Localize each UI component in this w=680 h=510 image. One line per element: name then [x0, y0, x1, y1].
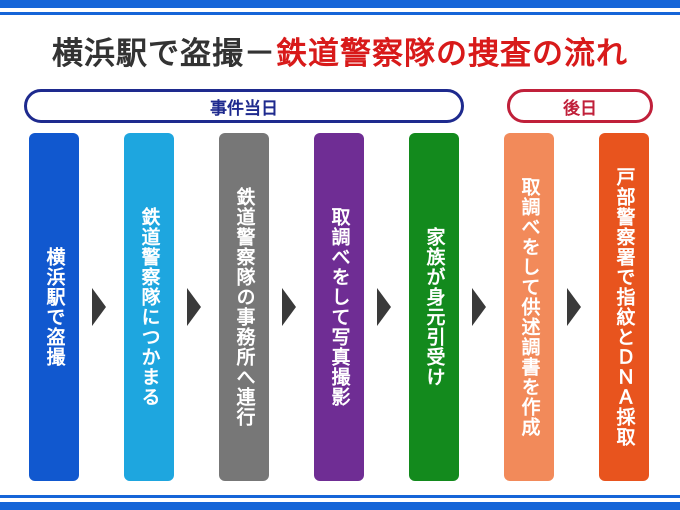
arrow-right-icon: [282, 288, 296, 326]
phase-day-label: 事件当日: [24, 89, 464, 123]
arrow-right-icon: [472, 288, 486, 326]
step-3-text: 鉄道警察隊の事務所へ連行: [233, 187, 256, 427]
arrow-right-icon: [567, 288, 581, 326]
title-part2: 鉄道警察隊の捜査の流れ: [276, 36, 628, 72]
step-4-text: 取調べをして写真撮影: [328, 207, 351, 407]
step-2-box: 鉄道警察隊につかまる: [124, 133, 174, 481]
step-1-box: 横浜駅で盗撮: [29, 133, 79, 481]
step-5-box: 家族が身元引受け: [409, 133, 459, 481]
title-part1: 横浜駅で盗撮－: [52, 36, 276, 72]
arrow-right-icon: [187, 288, 201, 326]
step-3-box: 鉄道警察隊の事務所へ連行: [219, 133, 269, 481]
step-2-text: 鉄道警察隊につかまる: [138, 207, 161, 407]
step-7-box: 戸部警察署で指紋とＤＮＡ採取: [599, 133, 649, 481]
step-1-text: 横浜駅で盗撮: [43, 247, 66, 367]
top-band-thin: [0, 12, 680, 15]
page-title: 横浜駅で盗撮－鉄道警察隊の捜査の流れ: [0, 28, 680, 73]
bottom-band-thin: [0, 495, 680, 498]
bottom-band: [0, 502, 680, 510]
step-4-box: 取調べをして写真撮影: [314, 133, 364, 481]
step-6-text: 取調べをして供述調書を作成: [518, 177, 541, 437]
step-5-text: 家族が身元引受け: [423, 227, 446, 387]
top-band: [0, 0, 680, 8]
arrow-right-icon: [92, 288, 106, 326]
step-7-text: 戸部警察署で指紋とＤＮＡ採取: [613, 167, 636, 447]
arrow-right-icon: [377, 288, 391, 326]
step-6-box: 取調べをして供述調書を作成: [504, 133, 554, 481]
phase-later-label: 後日: [507, 89, 653, 123]
